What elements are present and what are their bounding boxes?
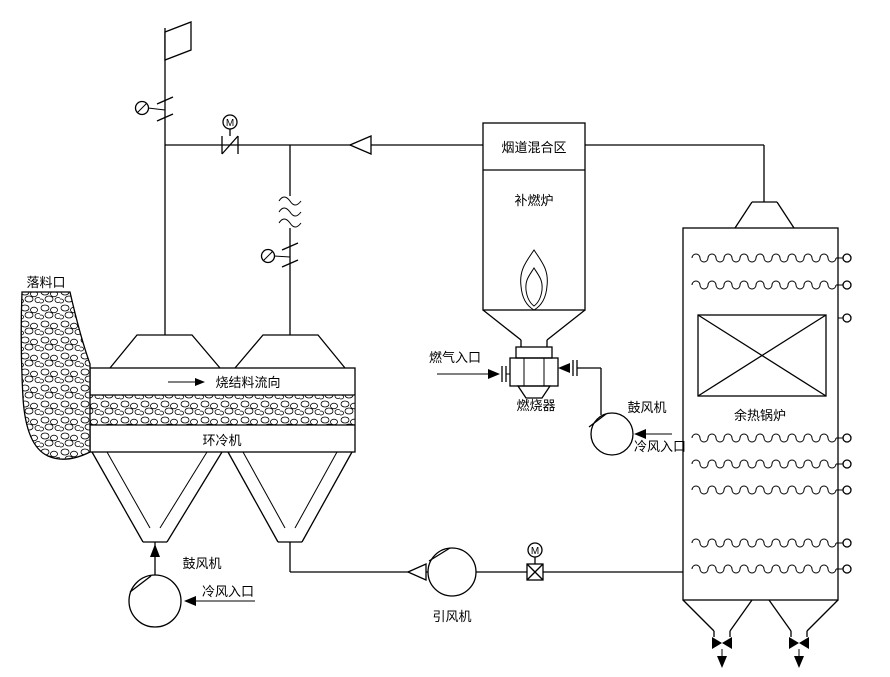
label-id-fan: 引风机 [432, 609, 471, 624]
butterfly-valve-1 [134, 96, 174, 122]
blower-mid-right: 鼓风机 冷风入口 [558, 360, 686, 456]
boiler-coil [691, 538, 837, 548]
label-boiler: 余热锅炉 [734, 408, 786, 423]
label-drop-inlet: 落料口 [26, 275, 65, 290]
label-blower-right: 鼓风机 [627, 400, 666, 415]
motor-icon [222, 114, 238, 130]
left-arrowhead [634, 429, 646, 439]
up-arrowhead [150, 544, 160, 557]
top-flue-pipe [165, 144, 765, 202]
boiler-coil [691, 253, 837, 263]
gas-inlet: 燃气入口 [429, 350, 510, 382]
motor-valve-bottom-label: M [531, 546, 539, 557]
burner: 燃烧器 [509, 346, 559, 413]
drain-valve-icon [712, 637, 722, 649]
cooler-hood-left [109, 334, 221, 369]
label-sinter-flow: 烧结料流向 [215, 375, 280, 390]
boiler-hopper-left [682, 599, 753, 668]
flow-arrow-top [348, 135, 372, 155]
boiler-coil [691, 280, 837, 290]
fan-circle-icon [590, 412, 634, 456]
down-arrowhead [794, 656, 804, 668]
drain-valve-icon [722, 637, 732, 649]
flag-icon [164, 21, 192, 61]
label-supp-furnace: 补燃炉 [514, 193, 553, 208]
left-arrowhead [184, 596, 196, 606]
motor-valve-bottom: M [526, 542, 544, 581]
sinter-flow-arrowhead [195, 378, 205, 386]
label-flue-mixing-zone: 烟道混合区 [501, 140, 566, 155]
ring-cooler: 烧结料流向 环冷机 [89, 334, 356, 543]
label-blower-left: 鼓风机 [182, 556, 221, 571]
boiler-headers [836, 253, 852, 574]
cooler-hopper-right [227, 451, 353, 543]
boiler-coil [691, 564, 837, 574]
drop-inlet-chute: 落料口 [20, 275, 91, 460]
flow-arrow-bottom [406, 562, 427, 582]
label-ring-cooler: 环冷机 [202, 433, 241, 448]
boiler-hopper-right [768, 599, 839, 668]
boiler-shell [682, 227, 839, 601]
motor-valve-top: M [221, 114, 239, 155]
riser-2 [260, 145, 302, 335]
cooler-hopper-left [91, 451, 223, 543]
boiler-coil [691, 485, 837, 495]
bottom-return-pipe [289, 542, 683, 573]
motor-icon [527, 542, 543, 558]
drain-valve-icon [799, 637, 809, 649]
butterfly-valve-2 [260, 242, 299, 268]
chute-shape [20, 291, 91, 460]
label-burner: 燃烧器 [516, 398, 555, 413]
fan-circle-icon [128, 574, 182, 628]
induced-draft-fan: 引风机 [406, 547, 477, 624]
label-cold-air-left: 冷风入口 [202, 584, 254, 599]
fan-circle-icon [427, 547, 477, 597]
waste-heat-boiler: 余热锅炉 [682, 201, 852, 668]
right-arrowhead [488, 369, 500, 379]
boiler-coil [691, 459, 837, 469]
cooler-hood-right [234, 334, 346, 369]
left-arrowhead [558, 363, 570, 373]
sinter-bed [89, 394, 356, 426]
label-gas-inlet: 燃气入口 [429, 350, 481, 365]
flame-icon [520, 249, 548, 311]
motor-valve-top-label: M [226, 118, 234, 129]
down-arrowhead [717, 656, 727, 668]
boiler-x-section [697, 314, 827, 397]
label-cold-air-right: 冷风入口 [634, 439, 686, 454]
boiler-coil [691, 433, 837, 443]
expansion-joint-icon [278, 196, 302, 228]
vent-flag [164, 21, 192, 335]
supplementary-furnace: 烟道混合区 补燃炉 [482, 122, 586, 347]
drain-valve-icon [789, 637, 799, 649]
blower-bottom-left: 鼓风机 冷风入口 [128, 542, 255, 628]
